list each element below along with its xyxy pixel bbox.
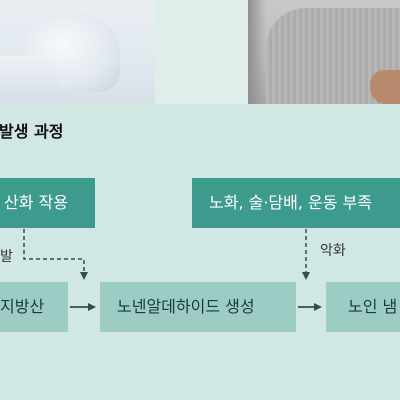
edge-label-worsen: 악화 (320, 243, 346, 259)
photo-gray-sweater-person (248, 0, 400, 104)
edge-label-left: 발 (0, 249, 13, 265)
box-oxidation: 산화 작용 (0, 178, 95, 228)
diagram-title: 발생 과정 (0, 122, 64, 141)
box-nonenal-generation: 노넨알데하이드 생성 (100, 282, 296, 332)
box-elderly-odor: 노인 냄 (326, 282, 400, 332)
shirt-cuff (0, 56, 58, 100)
box-aging-factors: 노화, 술·담배, 운동 부족 (192, 178, 400, 228)
hand (370, 70, 400, 104)
box-fatty-acid: 지방산 (0, 282, 68, 332)
photo-white-shirt-person (0, 0, 155, 104)
photo-shadow (248, 0, 266, 104)
header-photo (0, 0, 400, 104)
dashed-arrow-oxidation-to-nonenal (23, 229, 88, 280)
